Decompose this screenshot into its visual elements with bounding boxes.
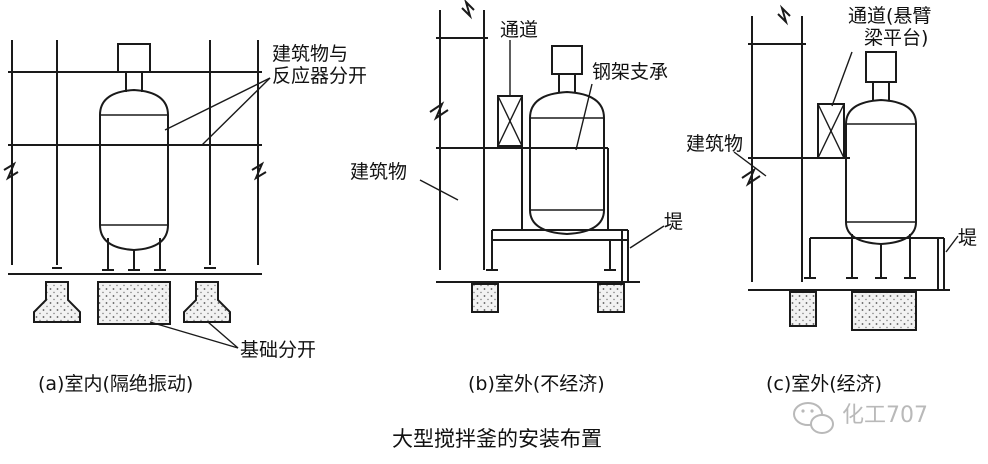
label-passage-b: 通道 (500, 19, 538, 41)
reactor-vessel-a (99, 43, 169, 271)
label-building-b: 建筑物 (350, 161, 407, 183)
panel-b-outdoor-uneconomic: 通道 钢架支承 建筑物 堤 (b)室外(不经济) (350, 0, 683, 395)
caption-c: (c)室外(经济) (766, 373, 882, 395)
passage-cantilever-c (817, 103, 845, 159)
label-passage-cantilever-1: 通道(悬臂 (848, 5, 931, 27)
panel-a-indoor: 建筑物与 反应器分开 基础分开 (a)室内(隔绝振动) (3, 40, 367, 395)
figure-title: 大型搅拌釜的安装布置 (392, 427, 602, 451)
foundation-b-right (597, 283, 625, 313)
passage-b (497, 95, 523, 147)
watermark: 化工707 (793, 402, 928, 434)
reactor-vessel-c (845, 51, 917, 279)
label-dike-b: 堤 (664, 211, 683, 233)
foundation-b-left (471, 283, 499, 313)
label-building-c: 建筑物 (686, 133, 743, 155)
steel-frame-support-b (486, 148, 629, 282)
label-steel-frame-support: 钢架支承 (592, 61, 668, 83)
caption-b: (b)室外(不经济) (468, 373, 605, 395)
label-dike-c: 堤 (958, 227, 977, 249)
wechat-icon (793, 402, 834, 434)
watermark-text: 化工707 (842, 403, 928, 428)
panel-c-outdoor-economic: 通道(悬臂 梁平台) 建筑物 堤 (c)室外(经济) (686, 4, 977, 395)
label-building-reactor-separate-2: 反应器分开 (272, 65, 367, 87)
foundations-a (33, 281, 231, 325)
foundation-c-center (851, 291, 917, 331)
label-foundation-separate: 基础分开 (240, 339, 316, 361)
label-passage-cantilever-2: 梁平台) (864, 27, 928, 49)
foundation-c-left (789, 291, 817, 327)
caption-a: (a)室内(隔绝振动) (38, 373, 193, 395)
label-building-reactor-separate-1: 建筑物与 (272, 43, 348, 65)
